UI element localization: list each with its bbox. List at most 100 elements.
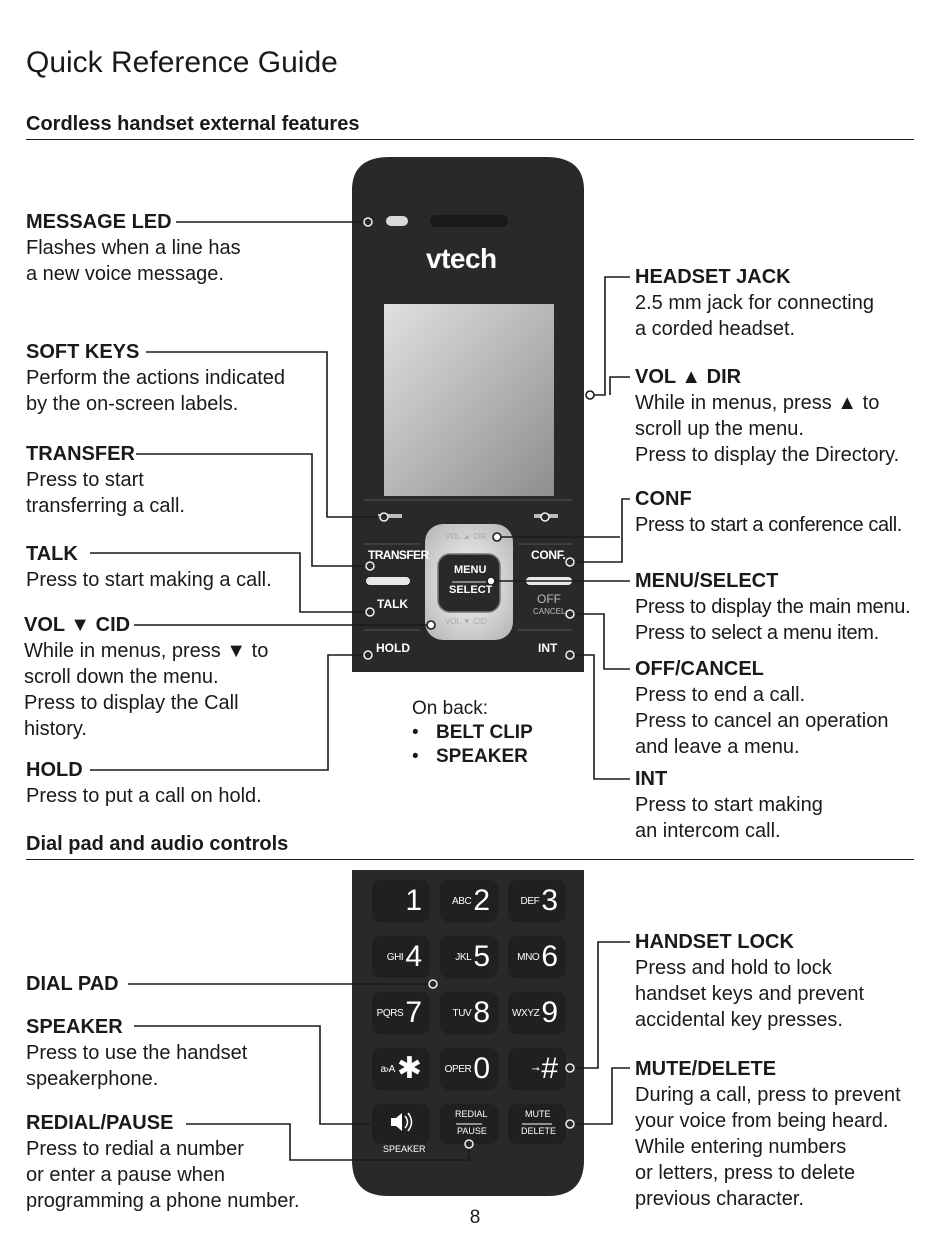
- dial-key-digit: 2: [473, 884, 490, 917]
- dial-key-letters: GHI: [386, 951, 404, 963]
- callout-title: MUTE/DELETE: [635, 1058, 777, 1080]
- callout-title: INT: [635, 768, 668, 790]
- hold-key-label[interactable]: HOLD: [376, 641, 410, 655]
- cancel-key-label[interactable]: CANCEL: [533, 607, 566, 616]
- callout-text: Press to start making a call.: [26, 569, 272, 591]
- vol-down-cid-key-label[interactable]: VOL ▼ CID: [445, 617, 487, 626]
- callout-title: HOLD: [26, 759, 83, 781]
- callout-text: While in menus, press ▲ to: [635, 392, 880, 414]
- menu-select-key[interactable]: [437, 553, 501, 613]
- callout-text: Press to start making: [635, 794, 823, 816]
- vol-up-dir-key-label[interactable]: VOL ▲ DIR: [445, 532, 487, 541]
- callout-title: SPEAKER: [26, 1016, 123, 1038]
- callout-title: SOFT KEYS: [26, 341, 140, 363]
- callout-text: Press to use the handset: [26, 1042, 248, 1064]
- talk-key-label[interactable]: TALK: [377, 597, 409, 611]
- callout-text: an intercom call.: [635, 820, 781, 842]
- callout-text: Flashes when a line has: [26, 237, 241, 259]
- callout-text: While entering numbers: [635, 1136, 847, 1158]
- callout-text: 2.5 mm jack for connecting: [635, 292, 874, 314]
- int-key-label[interactable]: INT: [538, 641, 558, 655]
- callout-text: a new voice message.: [26, 263, 224, 285]
- pause-key-label[interactable]: PAUSE: [457, 1126, 487, 1136]
- redial-key-label[interactable]: REDIAL: [455, 1109, 488, 1119]
- menu-key-label[interactable]: MENU: [454, 564, 487, 576]
- dial-key[interactable]: 1: [372, 880, 430, 922]
- callout-text: programming a phone number.: [26, 1190, 300, 1212]
- callout-text: your voice from being heard.: [635, 1110, 889, 1132]
- conf-key-label[interactable]: CONF.: [531, 548, 566, 562]
- callout-int: INT Press to start making an intercom ca…: [635, 766, 823, 844]
- dial-key[interactable]: ⊸#: [508, 1048, 566, 1090]
- callout-title: DIAL PAD: [26, 973, 119, 995]
- dial-key-digit: 4: [405, 940, 422, 973]
- callout-title: VOL ▼ CID: [24, 614, 131, 636]
- delete-key-label[interactable]: DELETE: [521, 1126, 557, 1136]
- callout-text: Press to select a menu item.: [635, 622, 879, 644]
- callout-text: Perform the actions indicated: [26, 367, 286, 389]
- dial-key[interactable]: a›A✱: [372, 1048, 430, 1090]
- callout-text: history.: [24, 718, 87, 740]
- callout-text: Press to display the main menu.: [635, 596, 911, 618]
- callout-text: transferring a call.: [26, 495, 185, 517]
- callout-text: handset keys and prevent: [635, 983, 865, 1005]
- callout-title: TRANSFER: [26, 443, 135, 465]
- soft-key-left[interactable]: [378, 514, 402, 518]
- callout-text: speakerphone.: [26, 1068, 159, 1090]
- talk-key-bar[interactable]: [366, 577, 410, 585]
- off-key-label[interactable]: OFF: [537, 592, 561, 606]
- dial-key-digit: 7: [405, 996, 422, 1029]
- callout-talk: TALK Press to start making a call.: [26, 541, 272, 593]
- callout-text: by the on-screen labels.: [26, 393, 239, 415]
- callout-title: HEADSET JACK: [635, 266, 791, 288]
- dial-key-letters: a›A: [380, 1063, 395, 1075]
- callout-title: REDIAL/PAUSE: [26, 1112, 174, 1134]
- brand-logo: vtech: [426, 243, 497, 274]
- dial-key-letters: PQRS: [376, 1007, 404, 1019]
- dial-key-letters: ⊸: [531, 1063, 540, 1075]
- callout-text: Press to start: [26, 469, 144, 491]
- callout-text: Press to display the Call: [24, 692, 239, 714]
- section-heading-dialpad: Dial pad and audio controls: [26, 833, 289, 855]
- speaker-key-label[interactable]: SPEAKER: [383, 1144, 426, 1154]
- callout-text: a corded headset.: [635, 318, 796, 340]
- earpiece-grille: [430, 215, 508, 227]
- dial-key-digit: 5: [473, 940, 490, 973]
- dial-key-digit: 9: [541, 996, 558, 1029]
- callout-text: Press to put a call on hold.: [26, 785, 262, 807]
- transfer-key-label[interactable]: TRANSFER: [368, 548, 429, 562]
- on-back-item: BELT CLIP: [412, 721, 533, 745]
- callout-soft-keys: SOFT KEYS Perform the actions indicated …: [26, 339, 285, 417]
- dial-key-digit: 3: [541, 884, 558, 917]
- section-heading-handset: Cordless handset external features: [26, 113, 360, 135]
- callout-text: While in menus, press ▼ to: [24, 640, 269, 662]
- display-screen: [384, 304, 554, 496]
- callout-handset-lock: HANDSET LOCK Press and hold to lock hand…: [635, 929, 864, 1033]
- callout-text: or letters, press to delete: [635, 1162, 856, 1184]
- select-key-label[interactable]: SELECT: [449, 584, 493, 596]
- page-title: Quick Reference Guide: [26, 46, 338, 79]
- callout-text: Press to display the Directory.: [635, 444, 900, 466]
- callout-title: HANDSET LOCK: [635, 931, 794, 953]
- callout-text: During a call, press to prevent: [635, 1084, 901, 1106]
- dial-key-digit: #: [541, 1052, 558, 1085]
- callout-message-led: MESSAGE LED Flashes when a line has a ne…: [26, 209, 241, 287]
- callout-headset-jack: HEADSET JACK 2.5 mm jack for connecting …: [635, 264, 874, 342]
- callout-text: Press and hold to lock: [635, 957, 832, 979]
- on-back-item: SPEAKER: [412, 745, 533, 769]
- callout-title: CONF: [635, 488, 692, 510]
- mute-key-label[interactable]: MUTE: [525, 1109, 551, 1119]
- callout-text: Press to end a call.: [635, 684, 806, 706]
- dial-key-digit: 0: [473, 1052, 490, 1085]
- callout-text: Press to redial a number: [26, 1138, 244, 1160]
